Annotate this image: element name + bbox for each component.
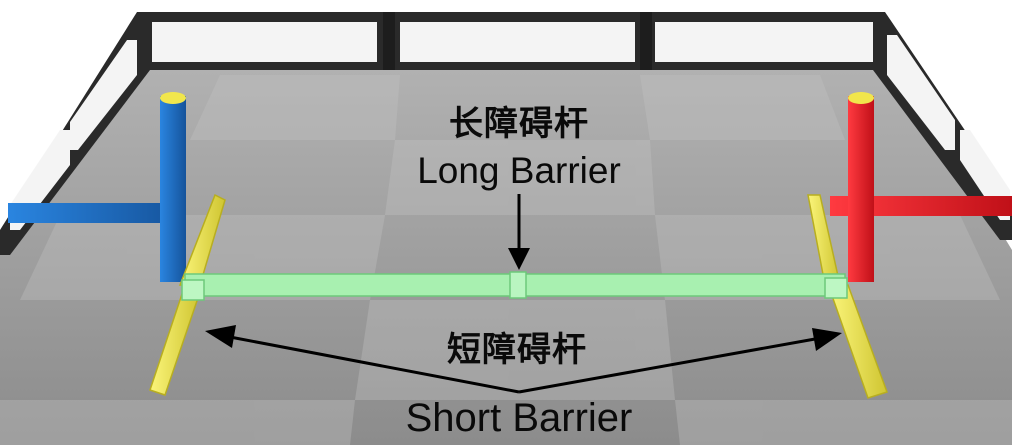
field-floor [0,50,1012,445]
blue-post [8,92,186,282]
short-barrier-label-en: Short Barrier [405,396,633,440]
long-barrier-label-cn: 长障碍杆 [449,104,589,144]
red-post [830,92,1012,282]
long-barrier [181,271,848,301]
short-barrier-label-cn: 短障碍杆 [447,330,587,370]
long-barrier-label-en: Long Barrier [417,150,621,191]
long-barrier-arrow [508,194,530,270]
back-wall [137,12,885,70]
short-barrier-arrows [205,325,842,394]
